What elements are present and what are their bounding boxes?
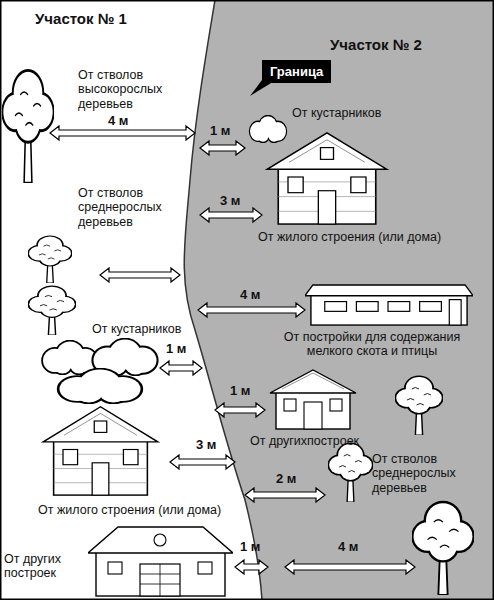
region-title: Участок № 1 bbox=[35, 10, 127, 27]
object-label: От жилого строения (или дома) bbox=[258, 230, 488, 244]
distance-label: 1 м bbox=[210, 124, 230, 139]
object-label: От постройки для содержания мелкого скот… bbox=[262, 330, 482, 359]
distance-label: 4 м bbox=[108, 114, 128, 129]
object-label: От кустарников bbox=[92, 322, 212, 336]
object-label: От стволов высокорослых деревьев bbox=[78, 68, 173, 111]
distance-label: 1 м bbox=[230, 384, 250, 399]
object-label: От стволов среднерослых деревьев bbox=[372, 452, 472, 495]
distance-label: 4 м bbox=[240, 288, 260, 303]
distance-label: 3 м bbox=[220, 194, 240, 209]
border-tag: Граница bbox=[262, 60, 331, 83]
object-label: От жилого строения (или дома) bbox=[38, 503, 248, 517]
bushes bbox=[43, 116, 286, 402]
plot-two-area bbox=[184, 0, 494, 600]
border-tag-text: Граница bbox=[270, 64, 323, 79]
object-label: От другихпостроек bbox=[250, 434, 410, 448]
region-title: Участок № 2 bbox=[330, 36, 422, 53]
distance-label: 3 м bbox=[196, 438, 216, 453]
distance-label: 1 м bbox=[166, 342, 186, 357]
buildings bbox=[43, 133, 473, 596]
object-label: От других построек bbox=[4, 552, 84, 581]
distance-label: 4 м bbox=[338, 540, 358, 555]
object-label: От стволов среднерослых деревьев bbox=[78, 186, 173, 229]
distance-label: 1 м bbox=[240, 540, 260, 555]
object-label: От кустарников bbox=[292, 106, 412, 120]
distance-label: 2 м bbox=[276, 472, 296, 487]
